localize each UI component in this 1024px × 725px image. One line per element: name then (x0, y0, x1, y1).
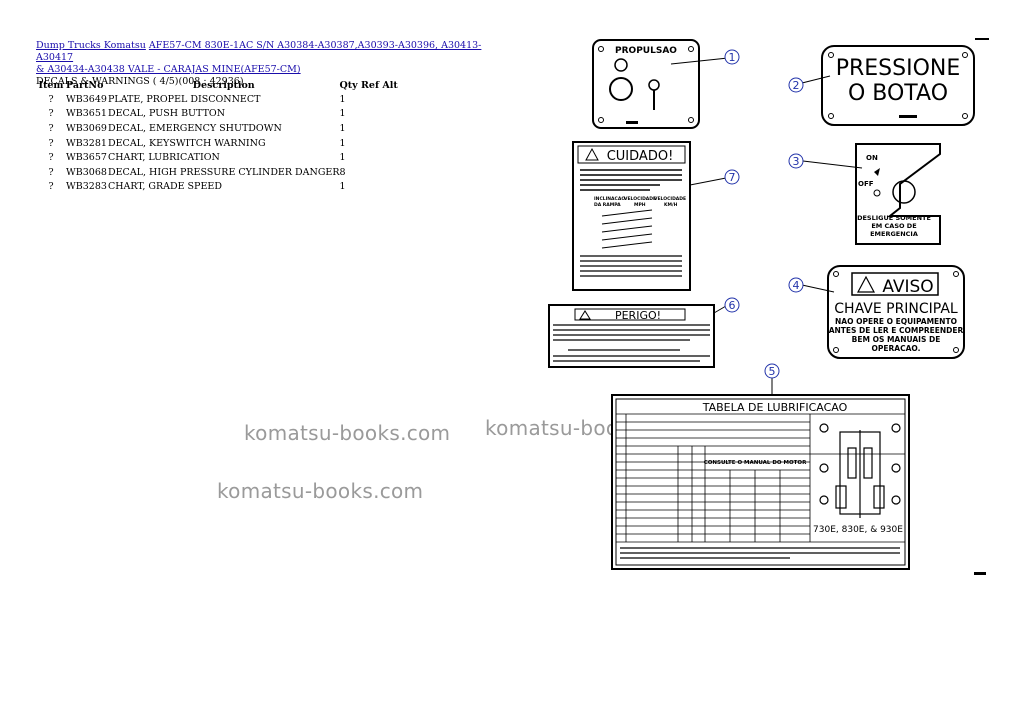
decal-2-line1: PRESSIONE (836, 56, 961, 81)
cell-qty: 1 (339, 108, 346, 120)
cell-description: DECAL, EMERGENCY SHUTDOWN (108, 122, 282, 134)
callout-3[interactable]: 3 (788, 153, 804, 169)
callout-1[interactable]: 1 (724, 49, 740, 65)
diagram-svg: PROPULSAO PRESSIONE O BOTAO (548, 38, 989, 575)
column-header-item: Item (38, 80, 64, 91)
callout-3-label: 3 (793, 155, 800, 168)
parts-header: Dump Trucks Komatsu AFE57-CM 830E-1AC S/… (36, 40, 486, 88)
cell-qty: 8 (339, 166, 346, 178)
cell-description: DECAL, KEYSWITCH WARNING (108, 137, 266, 149)
cell-partno: WB3651 (66, 108, 107, 120)
table-header-row: Item PartNo Description Qty Ref Alt (36, 79, 400, 92)
cell-partno: WB3281 (66, 137, 107, 149)
breadcrumb-link-model[interactable]: AFE57-CM 830E-1AC S/N A30384-A30387,A303… (36, 40, 482, 63)
callout-7-label: 7 (729, 171, 736, 184)
decal-5-motor: CONSULTE O MANUAL DO MOTOR (704, 460, 807, 466)
decal-3-off: OFF (858, 180, 874, 188)
section-subtitle: DECALS & WARNINGS ( 4/5)(008 : 42936) (36, 76, 244, 87)
decal-1-title: PROPULSAO (615, 46, 677, 56)
cell-item: ? (48, 108, 54, 120)
cell-partno: WB3068 (66, 166, 107, 178)
decal-4-line5: OPERACAO. (872, 344, 921, 353)
column-header-description: Description (192, 80, 255, 91)
decal-7-title: CUIDADO! (607, 149, 674, 164)
cell-item: ? (48, 137, 54, 149)
decal-4-title: AVISO (882, 277, 933, 297)
decal-5-title: TABELA DE LUBRIFICACAO (702, 401, 848, 414)
page-mark (974, 572, 986, 575)
cell-qty: 1 (339, 122, 346, 134)
cell-item: ? (48, 93, 54, 105)
callout-5[interactable]: 5 (764, 363, 780, 379)
decal-high-pressure-danger: PERIGO! (548, 304, 727, 368)
decal-7-col2: VELOCIDADE (624, 196, 656, 202)
cell-description: CHART, GRADE SPEED (108, 181, 222, 193)
cell-qty: 1 (339, 93, 346, 105)
breadcrumb: Dump Trucks Komatsu AFE57-CM 830E-1AC S/… (36, 40, 486, 76)
decal-3-line1: DESLIGUE SOMENTE (857, 214, 931, 222)
decal-4-line4: BEM OS MANUAIS DE (852, 335, 941, 344)
cell-qty: 1 (339, 181, 346, 193)
decal-2-line2: O BOTAO (848, 81, 948, 106)
decal-keyswitch-warning: AVISO CHAVE PRINCIPAL NAO OPERE O EQUIPA… (801, 265, 965, 359)
cell-item: ? (48, 152, 54, 164)
cell-description: DECAL, HIGH PRESSURE CYLINDER DANGER (108, 166, 340, 178)
page-mark (975, 38, 989, 40)
decal-7-mph: MPH (634, 202, 646, 208)
decal-push-button: PRESSIONE O BOTAO (797, 45, 975, 126)
callout-7[interactable]: 7 (724, 169, 740, 185)
callout-6[interactable]: 6 (724, 297, 740, 313)
callout-6-label: 6 (729, 299, 736, 312)
cell-partno: WB3069 (66, 122, 107, 134)
decal-4-line1: CHAVE PRINCIPAL (834, 301, 958, 317)
decal-grade-speed-chart: CUIDADO! INCLINACAO VELOCIDADE VELOCIDAD… (572, 141, 727, 291)
callout-4[interactable]: 4 (788, 277, 804, 293)
decal-7-kmh: KM/H (664, 202, 678, 208)
decal-3-line2: EM CASO DE (871, 222, 916, 230)
cell-partno: WB3649 (66, 93, 107, 105)
decal-5-models: 730E, 830E, & 930E (813, 525, 903, 535)
callout-1-label: 1 (729, 51, 736, 64)
cell-item: ? (48, 166, 54, 178)
cell-item: ? (48, 122, 54, 134)
decal-3-line3: EMERGENCIA (870, 230, 918, 238)
cell-description: DECAL, PUSH BUTTON (108, 108, 226, 120)
parts-table: Item PartNo Description Qty Ref Alt ? WB3… (36, 79, 400, 194)
cell-partno: WB3657 (66, 152, 107, 164)
breadcrumb-link-model-cont[interactable]: & A30434-A30438 VALE - CARAJAS MINE(AFE5… (36, 64, 301, 75)
cell-description: CHART, LUBRICATION (108, 152, 220, 164)
callout-4-label: 4 (793, 279, 800, 292)
decal-6-title: PERIGO! (615, 309, 661, 322)
parts-diagram: PROPULSAO PRESSIONE O BOTAO (540, 30, 1024, 590)
cell-qty: 1 (339, 137, 346, 149)
decal-7-col1: INCLINACAO (594, 196, 625, 202)
decal-3-on: ON (866, 154, 878, 162)
watermark: komatsu-books.com (244, 421, 451, 445)
cell-partno: WB3283 (66, 181, 107, 193)
decal-4-line2: NAO OPERE O EQUIPAMENTO (835, 317, 957, 326)
column-header-partno: PartNo (66, 80, 104, 91)
watermark: komatsu-books.com (217, 479, 424, 503)
decal-4-line3: ANTES DE LER E COMPREENDER (829, 326, 964, 335)
callout-5-label: 5 (769, 365, 776, 378)
decal-propel-disconnect: PROPULSAO (592, 39, 729, 129)
decal-7-col3: VELOCIDADE (654, 196, 686, 202)
cell-description: PLATE, PROPEL DISCONNECT (108, 93, 261, 105)
cell-item: ? (48, 181, 54, 193)
decal-emergency-shutdown: ON OFF DESLIGUE SOMENTE EM CASO DE EMERG… (802, 143, 941, 245)
column-header-qty: Qty Ref Alt (339, 80, 398, 91)
callout-2-label: 2 (793, 79, 800, 92)
breadcrumb-link-dump-trucks[interactable]: Dump Trucks Komatsu (36, 40, 146, 51)
cell-qty: 1 (339, 152, 346, 164)
decal-7-rampa: DA RAMPA (594, 202, 621, 208)
decal-lubrication-chart: TABELA DE LUBRIFICACAO CONSULTE O MANUAL… (611, 378, 910, 570)
callout-2[interactable]: 2 (788, 77, 804, 93)
